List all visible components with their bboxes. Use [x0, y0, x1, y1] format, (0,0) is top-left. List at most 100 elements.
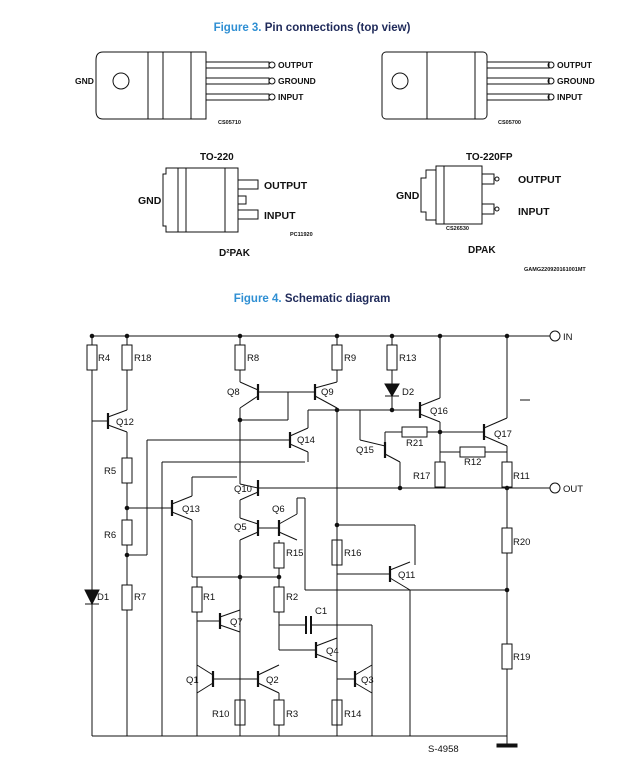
input-terminal-label: IN	[563, 332, 573, 343]
resistor-r7	[121, 584, 133, 611]
d2pak-gnd-label: GND	[138, 195, 162, 207]
figure-3-title: Pin connections (top view)	[264, 22, 411, 34]
to220-pin-ground: GROUND	[278, 76, 316, 86]
label-d2: D2	[402, 387, 414, 398]
label-r7: R7	[134, 592, 146, 603]
resistor-r1	[191, 586, 203, 613]
label-r17: R17	[413, 471, 430, 482]
to220-name: TO-220	[200, 152, 234, 163]
output-terminal	[549, 482, 561, 494]
figure-3-code: GAMG220920161001MT	[524, 267, 586, 273]
d2pak-pin-output: OUTPUT	[264, 180, 308, 192]
label-q16: Q16	[430, 406, 448, 417]
ground-symbol	[496, 743, 518, 748]
dpak-name: DPAK	[468, 245, 496, 256]
figure-4-caption: Figure 4. Schematic diagram	[0, 293, 624, 305]
label-r5: R5	[104, 466, 116, 477]
resistor-r4	[86, 344, 98, 371]
resistor-r2	[273, 586, 285, 613]
resistor-r15	[273, 542, 285, 569]
resistor-r20	[501, 527, 513, 554]
label-r20: R20	[513, 537, 530, 548]
d2pak-code: PC11920	[290, 232, 313, 238]
label-d1: D1	[97, 592, 109, 603]
resistor-r6	[121, 519, 133, 546]
label-r2: R2	[286, 592, 298, 603]
label-q15: Q15	[356, 445, 374, 456]
drawing-code: S-4958	[428, 744, 459, 755]
resistor-r12	[459, 446, 486, 458]
diode-d1	[84, 589, 100, 606]
label-q8: Q8	[227, 387, 240, 398]
resistor-r3	[273, 699, 285, 726]
label-q7: Q7	[230, 617, 243, 628]
label-r14: R14	[344, 709, 361, 720]
resistor-r14	[331, 699, 343, 726]
to220fp-pin-input: INPUT	[557, 92, 583, 102]
resistor-r17	[434, 461, 446, 488]
input-terminal	[549, 330, 561, 342]
label-r16: R16	[344, 548, 361, 559]
label-r3: R3	[286, 709, 298, 720]
d2pak-pin-input: INPUT	[264, 210, 296, 222]
label-r8: R8	[247, 353, 259, 364]
schematic: IN S-4958 OUT	[84, 330, 583, 755]
package-to220: GND OUTPUT GROUND INPUT CS05710 TO-220	[75, 51, 316, 163]
figure-4-title: Schematic diagram	[284, 293, 391, 305]
to220-pin-input: INPUT	[278, 92, 304, 102]
resistor-r8	[234, 344, 246, 371]
dpak-gnd-label: GND	[396, 190, 420, 202]
label-r1: R1	[203, 592, 215, 603]
label-r19: R19	[513, 652, 530, 663]
figure-3-number: Figure 3.	[213, 22, 262, 34]
figure-4-number: Figure 4.	[233, 293, 282, 305]
label-r15: R15	[286, 548, 303, 559]
resistor-r10	[234, 699, 246, 726]
label-c1: C1	[315, 606, 327, 617]
resistor-r18	[121, 344, 133, 371]
package-to220fp: OUTPUT GROUND INPUT CS05700 TO-220FP	[381, 51, 595, 163]
package-dpak: GND OUTPUT INPUT CS26530 DPAK	[396, 165, 562, 256]
label-q13: Q13	[182, 504, 200, 515]
to220fp-code: CS05700	[498, 120, 521, 126]
to220fp-name: TO-220FP	[466, 152, 513, 163]
label-r11: R11	[513, 471, 530, 482]
label-q10: Q10	[234, 484, 252, 495]
diode-d2	[384, 383, 400, 397]
figure-3-caption: Figure 3. Pin connections (top view)	[0, 22, 624, 34]
label-q17: Q17	[494, 429, 512, 440]
label-r12: R12	[464, 457, 481, 468]
package-d2pak: GND OUTPUT INPUT PC11920 D²PAK	[138, 167, 313, 259]
label-q5: Q5	[234, 522, 247, 533]
output-terminal-label: OUT	[563, 484, 583, 495]
label-r9: R9	[344, 353, 356, 364]
to220-gnd-label: GND	[75, 76, 94, 86]
to220-pin-output: OUTPUT	[278, 60, 314, 70]
label-r6: R6	[104, 530, 116, 541]
label-q3: Q3	[361, 675, 374, 686]
to220fp-pin-output: OUTPUT	[557, 60, 593, 70]
label-q14: Q14	[297, 435, 315, 446]
label-q1: Q1	[186, 675, 199, 686]
label-q12: Q12	[116, 417, 134, 428]
resistor-r9	[331, 344, 343, 371]
d2pak-name: D²PAK	[219, 248, 251, 259]
resistor-r19	[501, 643, 513, 670]
resistor-r11	[501, 461, 513, 488]
dpak-code: CS26530	[446, 226, 469, 232]
resistor-r16	[331, 539, 343, 566]
resistor-r21	[401, 426, 428, 438]
dpak-pin-input: INPUT	[518, 206, 550, 218]
label-r4: R4	[98, 353, 110, 364]
label-r18: R18	[134, 353, 151, 364]
label-q4: Q4	[326, 646, 339, 657]
label-q11: Q11	[398, 570, 415, 581]
component-labels: R4 R18 R8 R9 R13 Q8 Q9 D2 Q16 Q12 R21 Q1…	[97, 353, 530, 720]
to220fp-pin-ground: GROUND	[557, 76, 595, 86]
label-r21: R21	[406, 438, 423, 449]
resistor-r5	[121, 457, 133, 484]
resistor-r13	[386, 344, 398, 371]
label-q2: Q2	[266, 675, 279, 686]
label-r10: R10	[212, 709, 229, 720]
